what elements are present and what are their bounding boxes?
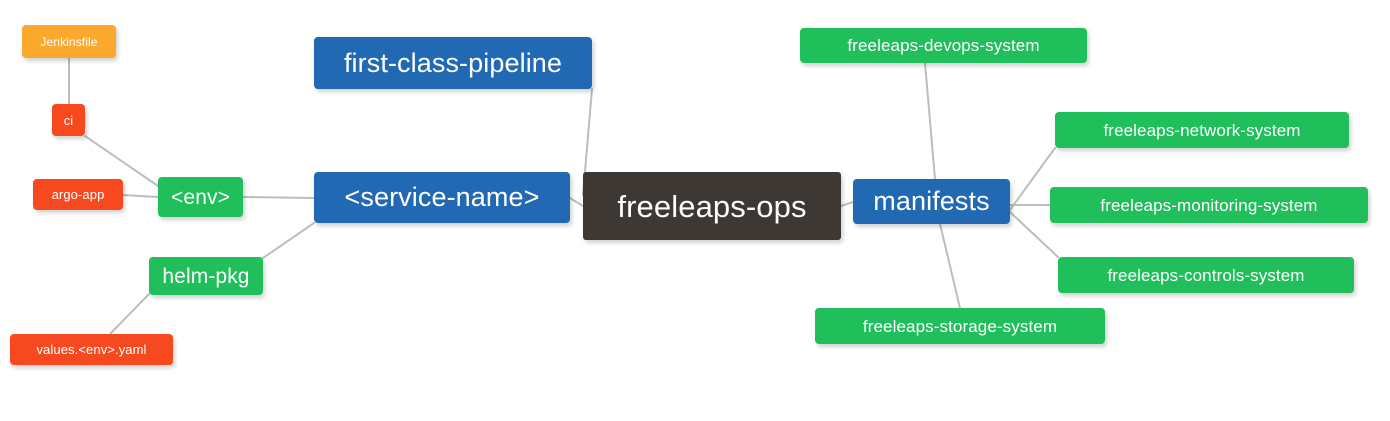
edge-freeleaps-ops-to-service-name: [569, 197, 584, 207]
node-env[interactable]: <env>: [158, 177, 243, 217]
node-freeleaps-ops[interactable]: freeleaps-ops: [583, 172, 841, 240]
edge-service-name-to-env: [242, 196, 315, 199]
node-service-name[interactable]: <service-name>: [314, 172, 570, 223]
node-jenkinsfile[interactable]: Jenkinsfile: [22, 25, 116, 58]
edge-service-name-to-helm-pkg: [262, 222, 315, 259]
edge-manifests-to-freeleaps-network-system: [1009, 147, 1056, 211]
node-freeleaps-controls-system[interactable]: freeleaps-controls-system: [1058, 257, 1354, 293]
edge-freeleaps-ops-to-manifests: [840, 201, 854, 207]
node-freeleaps-devops-system[interactable]: freeleaps-devops-system: [800, 28, 1087, 63]
node-freeleaps-storage-system[interactable]: freeleaps-storage-system: [815, 308, 1105, 344]
edge-env-to-argo-app: [122, 194, 159, 198]
node-argo-app[interactable]: argo-app: [33, 179, 123, 210]
node-first-class-pipeline[interactable]: first-class-pipeline: [314, 37, 592, 89]
node-values-env-yaml[interactable]: values.<env>.yaml: [10, 334, 173, 365]
node-manifests[interactable]: manifests: [853, 179, 1010, 224]
edge-manifests-to-freeleaps-devops-system: [924, 62, 936, 180]
node-helm-pkg[interactable]: helm-pkg: [149, 257, 263, 295]
edge-manifests-to-freeleaps-storage-system: [939, 223, 961, 309]
edge-helm-pkg-to-values-env-yaml: [109, 293, 150, 335]
node-ci[interactable]: ci: [52, 104, 85, 136]
node-freeleaps-monitoring-system[interactable]: freeleaps-monitoring-system: [1050, 187, 1368, 223]
node-freeleaps-network-system[interactable]: freeleaps-network-system: [1055, 112, 1349, 148]
